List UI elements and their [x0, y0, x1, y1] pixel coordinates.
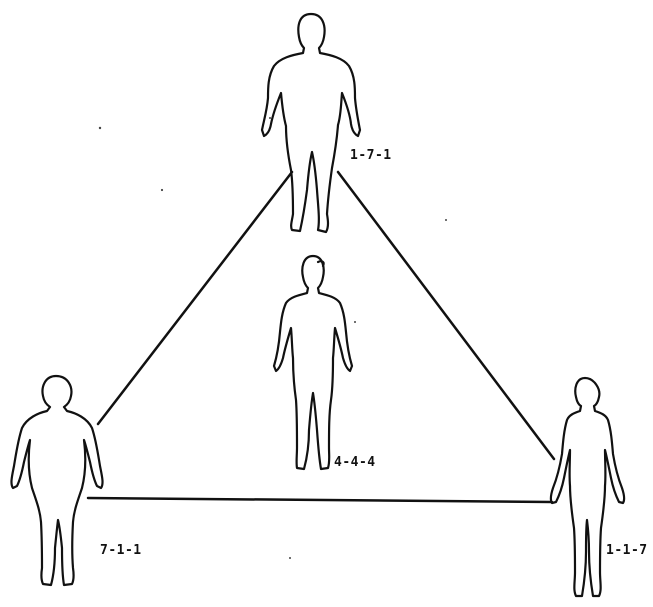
scan-specks [99, 117, 447, 559]
triangle-edge-left [98, 172, 292, 424]
balanced-figure [274, 256, 352, 469]
hair-tuft [318, 261, 324, 266]
ectomorph-figure [551, 378, 624, 596]
triangle-edge-bottom [88, 498, 552, 502]
endomorph-figure [11, 376, 102, 585]
triangle-edge-right [338, 172, 554, 459]
label-mesomorph: 1-7-1 [350, 148, 392, 163]
label-ectomorph: 1-1-7 [606, 543, 648, 558]
mesomorph-figure [262, 14, 360, 232]
label-balanced: 4-4-4 [334, 455, 376, 470]
label-endomorph: 7-1-1 [100, 543, 142, 558]
